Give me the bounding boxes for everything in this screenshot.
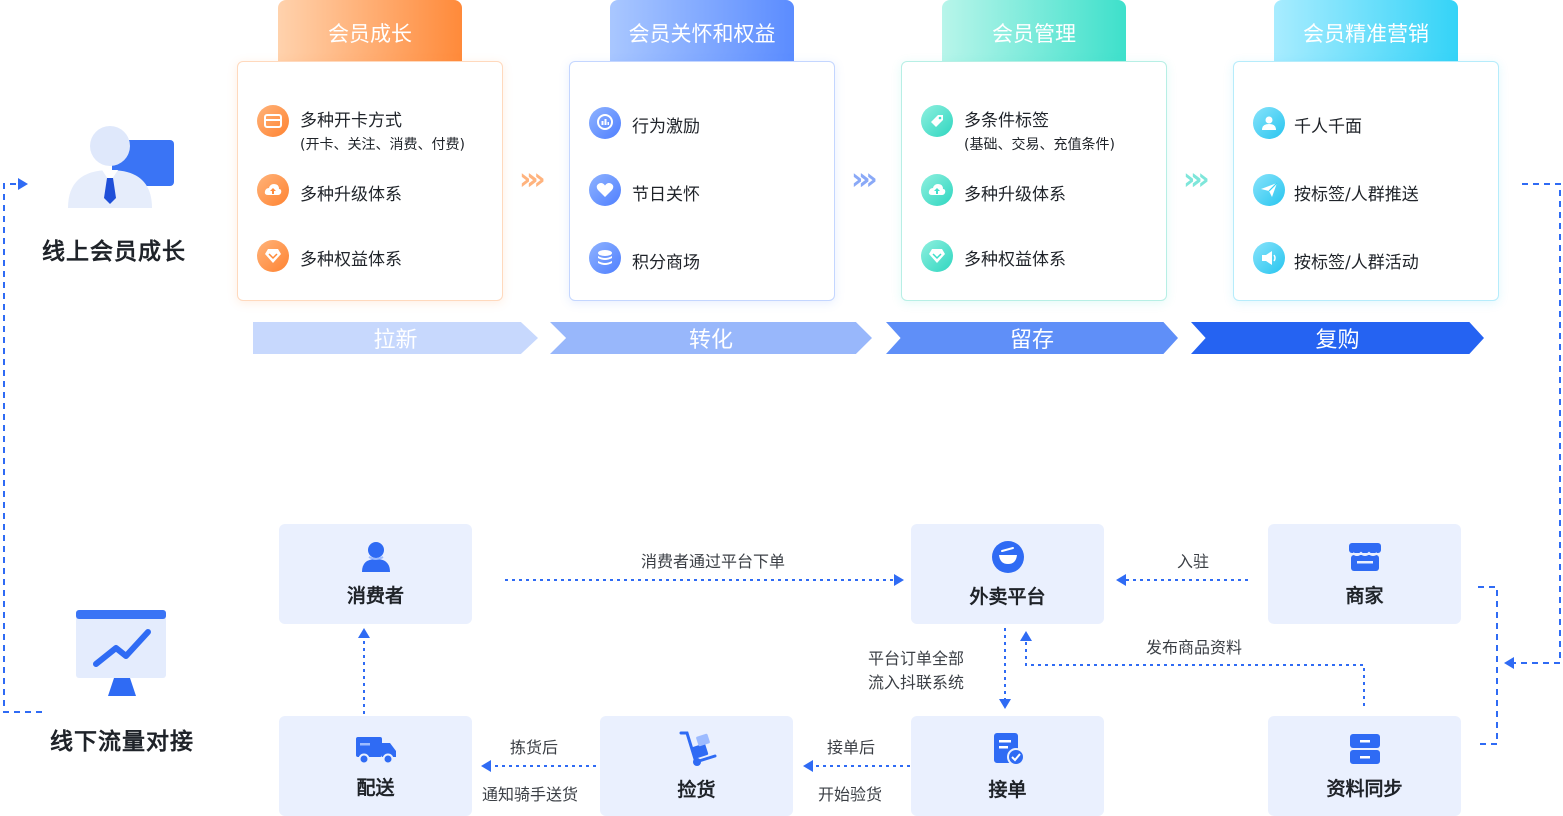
card-icon <box>257 105 289 137</box>
feature-text: 千人千面 <box>1294 117 1362 137</box>
card-precision-marketing: 千人千面 按标签/人群推送 按标签/人群活动 <box>1233 61 1499 301</box>
box-label: 配送 <box>356 776 395 799</box>
feature-text: 行为激励 <box>632 117 700 137</box>
upload-cloud-icon <box>921 174 953 206</box>
feature-text: 积分商场 <box>632 253 700 273</box>
diamond-icon <box>257 240 289 272</box>
flow-label-start-inspect: 开始验货 <box>818 785 883 804</box>
flow-label-after-picking: 拣货后 <box>510 738 559 757</box>
box-label: 消费者 <box>346 584 404 607</box>
card-member-management: 多条件标签 (基础、交易、充值条件) 多种升级体系 多种权益体系 <box>901 61 1167 301</box>
flow-label-after-accept: 接单后 <box>827 738 876 757</box>
stage-acquire: 拉新 <box>253 322 538 354</box>
box-label: 商家 <box>1345 584 1384 607</box>
stage-repurchase: 复购 <box>1191 322 1484 354</box>
box-delivery: 配送 <box>279 716 472 816</box>
store-icon <box>1348 542 1381 571</box>
box-label: 捡货 <box>677 778 716 801</box>
stage-convert: 转化 <box>550 322 872 354</box>
people-icon <box>1253 107 1285 139</box>
stage-label: 留存 <box>1009 328 1054 353</box>
online-section-label: 线上会员成长 <box>42 239 186 265</box>
tag-icon <box>921 105 953 137</box>
flow-label-notify-rider: 通知骑手送货 <box>482 785 579 804</box>
feature-text: 按标签/人群活动 <box>1294 253 1419 273</box>
offline-section-label: 线下流量对接 <box>50 729 194 755</box>
flow-label-platform-orders-2: 流入抖联系统 <box>868 673 965 692</box>
box-platform: 外卖平台 <box>911 524 1104 624</box>
box-label: 资料同步 <box>1326 777 1403 800</box>
feature-text: 多种开卡方式 <box>300 111 402 131</box>
stage-label: 转化 <box>688 328 733 353</box>
flow-label-platform-orders-1: 平台订单全部 <box>868 649 965 668</box>
heart-icon <box>589 174 621 206</box>
order-check-icon <box>993 732 1025 766</box>
server-icon <box>1349 733 1380 764</box>
stage-label: 拉新 <box>373 328 418 353</box>
box-consumer: 消费者 <box>279 524 472 624</box>
feature-text: 按标签/人群推送 <box>1294 185 1419 205</box>
card-title-member-care: 会员关怀和权益 <box>610 0 794 62</box>
box-label: 外卖平台 <box>969 585 1046 608</box>
feature-text: 多条件标签 <box>964 111 1049 131</box>
feature-text: 多种升级体系 <box>964 185 1066 205</box>
user-icon <box>361 541 390 572</box>
flow-label-consumer-order: 消费者通过平台下单 <box>641 552 786 571</box>
flow-label-settle-in: 入驻 <box>1177 552 1210 571</box>
truck-icon <box>355 736 396 764</box>
stage-retain: 留存 <box>886 322 1178 354</box>
flow-label-publish-products: 发布商品资料 <box>1146 638 1243 657</box>
feature-text: 多种升级体系 <box>300 185 402 205</box>
feature-subtext: (基础、交易、充值条件) <box>964 137 1115 153</box>
feature-text: 多种权益体系 <box>300 250 402 270</box>
speaker-icon <box>1253 242 1285 274</box>
food-bowl-icon <box>991 540 1024 573</box>
feature-text: 节日关怀 <box>632 185 700 205</box>
card-title-precision-marketing: 会员精准营销 <box>1274 0 1458 62</box>
box-merchant: 商家 <box>1268 524 1461 624</box>
offline-traffic-illustration <box>74 608 170 700</box>
hand-truck-icon <box>679 731 716 766</box>
stage-label: 复购 <box>1315 328 1360 353</box>
card-member-growth: 多种开卡方式 (开卡、关注、消费、付费) 多种升级体系 多种权益体系 <box>237 61 503 301</box>
card-title-member-management: 会员管理 <box>942 0 1126 62</box>
chart-badge-icon <box>589 107 621 139</box>
card-member-care: 行为激励 节日关怀 积分商场 <box>569 61 835 301</box>
card-title-member-growth: 会员成长 <box>278 0 462 62</box>
box-data-sync: 资料同步 <box>1268 716 1461 816</box>
coins-icon <box>589 242 621 274</box>
box-order: 接单 <box>911 716 1104 816</box>
box-picking: 捡货 <box>600 716 793 816</box>
online-member-illustration <box>62 118 178 210</box>
upload-cloud-icon <box>257 174 289 206</box>
feature-subtext: (开卡、关注、消费、付费) <box>300 137 465 153</box>
box-label: 接单 <box>988 778 1027 801</box>
send-icon <box>1253 174 1285 206</box>
diamond-icon <box>921 240 953 272</box>
feature-text: 多种权益体系 <box>964 250 1066 270</box>
